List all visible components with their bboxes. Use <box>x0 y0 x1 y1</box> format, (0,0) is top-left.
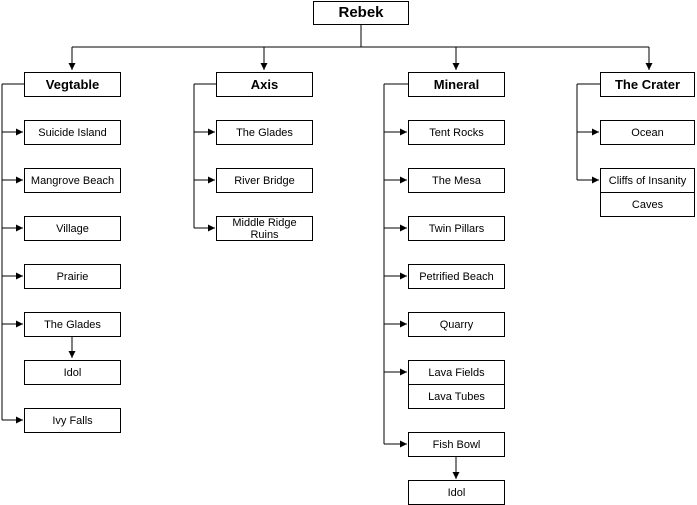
node-twin-pillars: Twin Pillars <box>408 216 505 241</box>
group-vegtable: Vegtable <box>24 72 121 97</box>
node-tent-rocks: Tent Rocks <box>408 120 505 145</box>
node-middle-ridge-ruins: Middle Ridge Ruins <box>216 216 313 241</box>
node-ocean: Ocean <box>600 120 695 145</box>
node-the-mesa: The Mesa <box>408 168 505 193</box>
node-river-bridge: River Bridge <box>216 168 313 193</box>
node-cliffs-of-insanity: Cliffs of Insanity <box>600 168 695 192</box>
node-prairie: Prairie <box>24 264 121 289</box>
root-node: Rebek <box>313 1 409 25</box>
node-lava-tubes: Lava Tubes <box>408 384 505 409</box>
node-idol-mineral: Idol <box>408 480 505 505</box>
node-petrified-beach: Petrified Beach <box>408 264 505 289</box>
node-lava-fields: Lava Fields <box>408 360 505 384</box>
node-suicide-island: Suicide Island <box>24 120 121 145</box>
node-the-glades: The Glades <box>24 312 121 337</box>
node-village: Village <box>24 216 121 241</box>
node-ivy-falls: Ivy Falls <box>24 408 121 433</box>
group-mineral: Mineral <box>408 72 505 97</box>
group-axis: Axis <box>216 72 313 97</box>
node-axis-the-glades: The Glades <box>216 120 313 145</box>
node-quarry: Quarry <box>408 312 505 337</box>
node-idol-vegtable: Idol <box>24 360 121 385</box>
node-fish-bowl: Fish Bowl <box>408 432 505 457</box>
group-the-crater: The Crater <box>600 72 695 97</box>
node-mangrove-beach: Mangrove Beach <box>24 168 121 193</box>
node-caves: Caves <box>600 192 695 217</box>
